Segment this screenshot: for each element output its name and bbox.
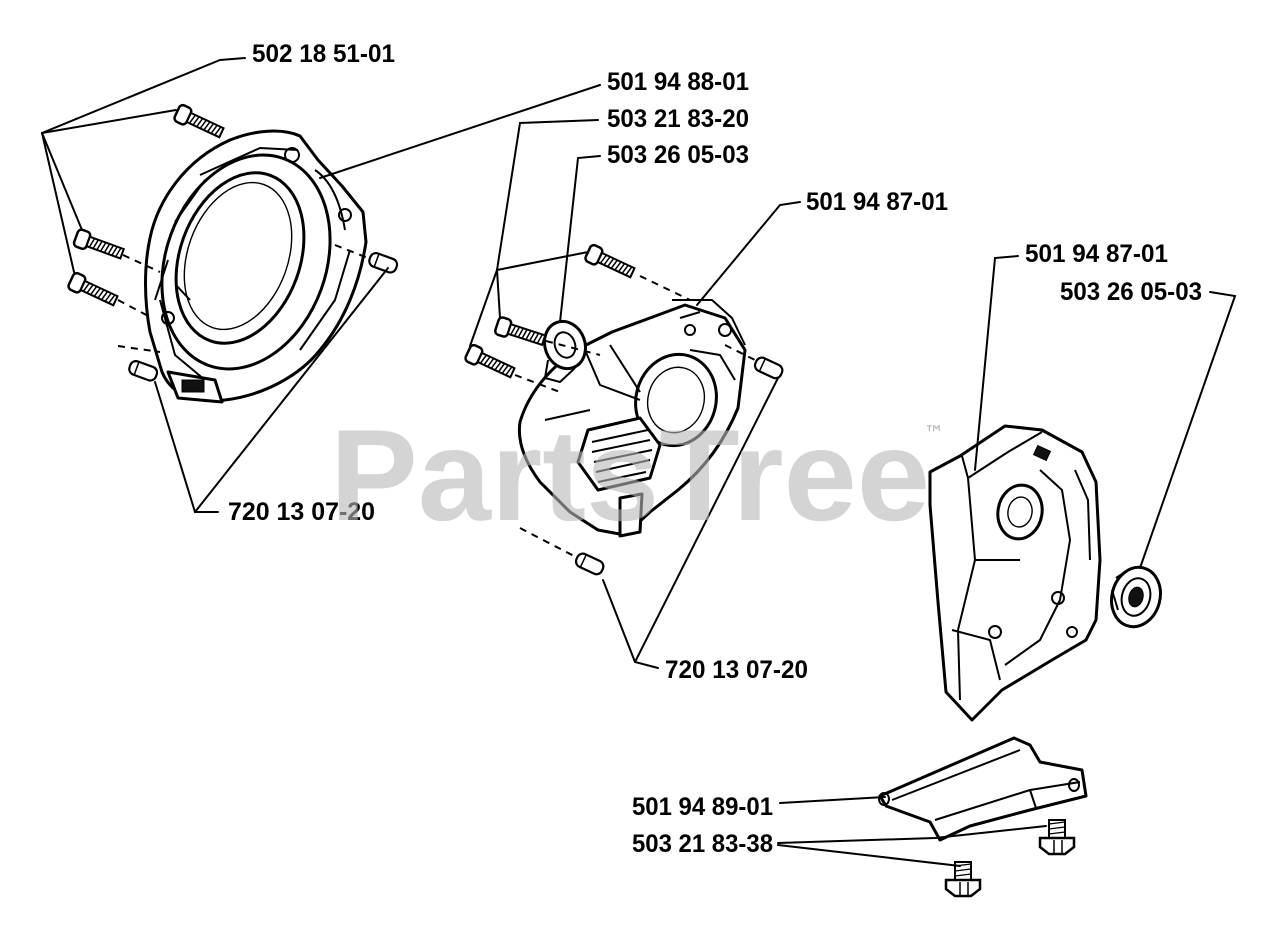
leader-line-5 [974, 255, 1019, 471]
leader-line-6 [1139, 291, 1237, 569]
watermark-text: PartsTree [330, 402, 930, 548]
leader-line-2 [469, 119, 599, 347]
leader-line-0 [41, 57, 246, 273]
bolt [944, 860, 982, 898]
leader-line-1 [319, 84, 601, 179]
assembly-centerlines [117, 244, 756, 557]
leader-line-10 [777, 825, 1047, 867]
screw [582, 242, 638, 283]
callout-label: 503 26 05-03 [1060, 278, 1202, 306]
trademark-symbol: ™ [924, 421, 944, 445]
leader-line-7 [154, 267, 389, 513]
crankcase-half-right [928, 424, 1102, 722]
callout-label: 503 21 83-20 [607, 105, 749, 133]
screw [71, 227, 127, 264]
callout-label: 501 94 87-01 [806, 188, 948, 216]
screw [171, 102, 227, 143]
bracket-plate [878, 736, 1088, 842]
leader-line-3 [559, 155, 601, 323]
leader-line-8 [602, 377, 779, 669]
callout-label: 503 21 83-38 [632, 830, 773, 858]
callout-label: 720 13 07-20 [665, 656, 808, 684]
guide-pin [366, 250, 400, 276]
leader-line-4 [696, 201, 801, 306]
guide-pin [751, 354, 786, 382]
leader-line-9 [779, 796, 886, 804]
screw [462, 342, 518, 383]
guide-pin [126, 358, 160, 384]
callout-label: 501 94 89-01 [632, 793, 773, 821]
callout-label: 501 94 87-01 [1025, 240, 1168, 268]
screw [492, 315, 548, 350]
crankcase-half-left [144, 129, 368, 404]
callout-label: 720 13 07-20 [228, 498, 375, 526]
oil-seal [1110, 565, 1162, 629]
screw [65, 270, 121, 311]
callout-label: 501 94 88-01 [607, 68, 749, 96]
callout-label: 503 26 05-03 [607, 141, 749, 169]
guide-pin [572, 550, 607, 578]
callout-label: 502 18 51-01 [252, 40, 395, 68]
